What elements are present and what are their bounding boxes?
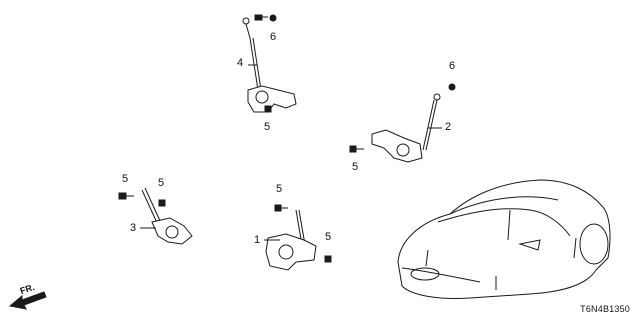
callout-6-top[interactable]: 6 (270, 31, 277, 43)
sensor-3[interactable] (141, 187, 193, 245)
callout-5-b[interactable]: 5 (352, 161, 359, 173)
sensor-4[interactable] (242, 17, 297, 113)
bolt-5-g[interactable] (324, 255, 332, 263)
bolt-5-d[interactable] (118, 192, 134, 200)
front-arrow-icon (8, 291, 47, 310)
callout-4[interactable]: 4 (237, 57, 244, 69)
bolt-5-e[interactable] (158, 199, 166, 207)
bolt-5-a[interactable] (254, 14, 268, 21)
callout-6-right[interactable]: 6 (449, 60, 456, 72)
callout-1[interactable]: 1 (254, 234, 261, 246)
diagram-code: T6N4B1350 (580, 304, 630, 314)
nut-6-right[interactable] (448, 83, 456, 91)
bolt-5-f[interactable] (274, 204, 288, 212)
nut-6-top[interactable] (269, 14, 277, 22)
callout-5-f[interactable]: 5 (325, 231, 332, 243)
callout-3[interactable]: 3 (130, 222, 137, 234)
vehicle-outline (397, 179, 611, 299)
bolt-5-b[interactable] (264, 105, 272, 113)
callout-2[interactable]: 2 (445, 121, 452, 133)
callout-5-e[interactable]: 5 (276, 183, 283, 195)
callout-5-a[interactable]: 5 (264, 121, 271, 133)
callout-5-d[interactable]: 5 (158, 177, 165, 189)
bolt-5-c[interactable] (349, 145, 364, 153)
callout-5-c[interactable]: 5 (122, 173, 129, 185)
sensor-1[interactable] (265, 209, 317, 271)
sensor-2[interactable] (371, 93, 441, 163)
